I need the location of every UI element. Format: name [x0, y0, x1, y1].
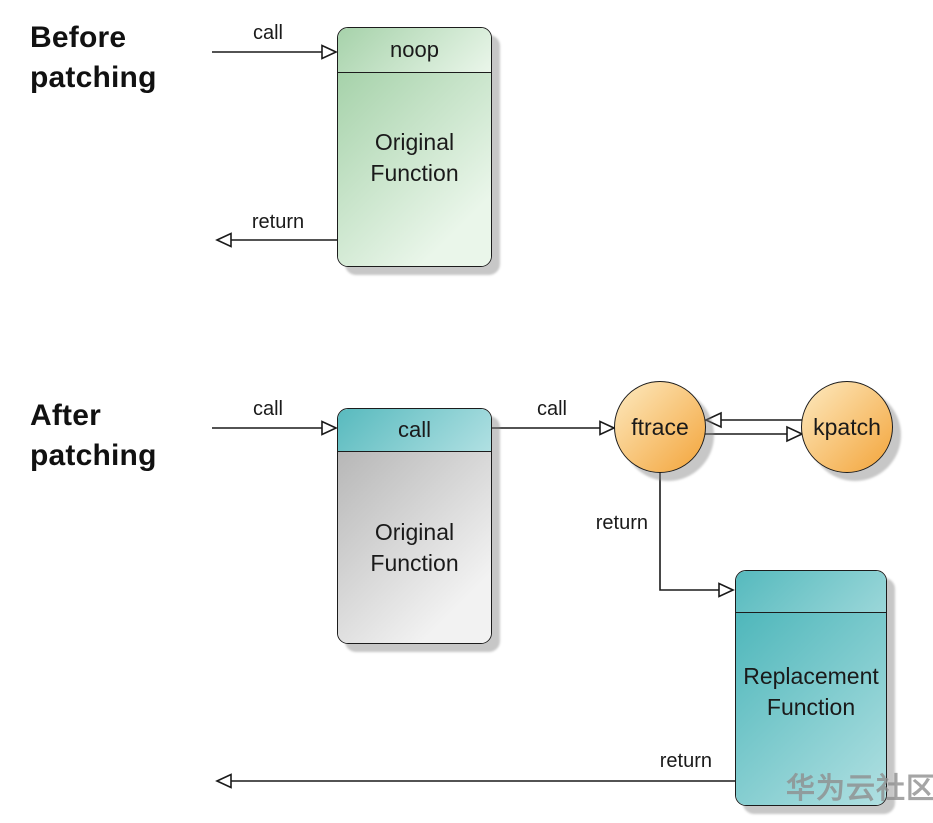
ftrace-return-arrow — [659, 472, 735, 598]
huawei-cloud-watermark: 华为云社区 — [786, 773, 933, 805]
call-to-ftrace-label: call — [536, 398, 567, 420]
replacement-function-line2: Function — [766, 694, 856, 720]
before-return-label: return — [251, 211, 305, 233]
noop-box-body: Original Function — [338, 73, 491, 266]
original-function-line2: Function — [370, 159, 459, 186]
after-title-line2: patching — [30, 439, 157, 472]
replacement-box-body: Replacement Function — [736, 613, 886, 805]
replacement-box-header — [736, 571, 886, 613]
before-patching-title: Before patching — [30, 18, 157, 98]
ftrace-to-kpatch-arrow — [705, 425, 804, 443]
call-to-ftrace-arrow — [492, 420, 616, 436]
after-call-in-arrow — [212, 420, 338, 436]
patched-original-function-box: call Original Function — [337, 408, 492, 644]
before-return-arrow — [215, 232, 337, 248]
kpatch-node: kpatch — [801, 381, 893, 473]
return-from-ftrace-label: return — [595, 512, 648, 534]
after-title-line1: After — [30, 399, 102, 432]
original-function-line2: Function — [370, 549, 459, 576]
noop-function-box: noop Original Function — [337, 27, 492, 267]
before-title-line1: Before — [30, 21, 127, 54]
patched-box-body: Original Function — [338, 452, 491, 643]
before-call-label: call — [252, 22, 283, 44]
after-call-in-label: call — [252, 398, 283, 420]
replacement-return-arrow — [215, 773, 735, 789]
before-call-arrow — [212, 44, 338, 60]
replacement-return-label: return — [659, 750, 712, 772]
replacement-function-box: Replacement Function — [735, 570, 887, 806]
ftrace-node: ftrace — [614, 381, 706, 473]
replacement-function-line1: Replacement — [743, 663, 879, 689]
after-patching-title: After patching — [30, 396, 157, 476]
noop-box-header: noop — [338, 28, 491, 73]
kpatch-label: kpatch — [813, 413, 881, 440]
kpatch-to-ftrace-arrow — [704, 411, 802, 429]
original-function-line1: Original — [374, 518, 455, 545]
original-function-line1: Original — [374, 128, 455, 155]
ftrace-label: ftrace — [631, 413, 689, 440]
before-title-line2: patching — [30, 61, 157, 94]
patched-box-header: call — [338, 409, 491, 452]
